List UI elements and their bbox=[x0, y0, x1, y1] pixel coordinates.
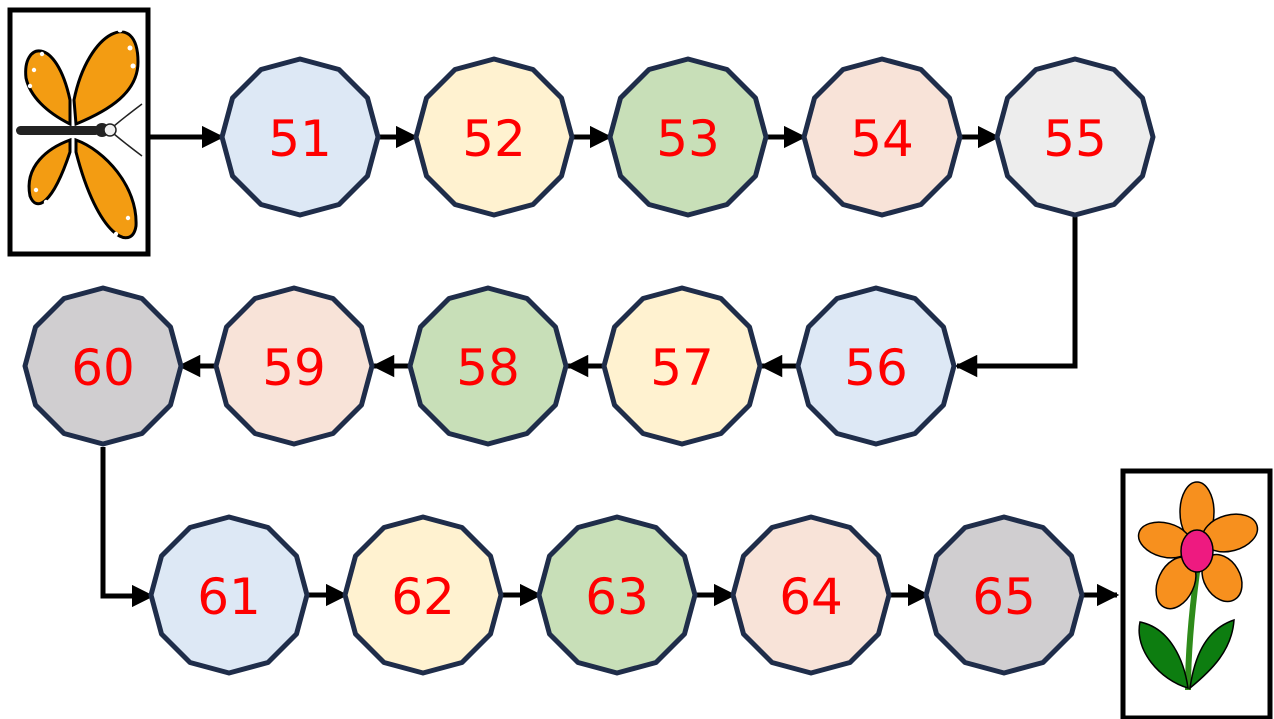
step-node-65: 65 bbox=[926, 517, 1082, 673]
step-node-62: 62 bbox=[345, 517, 501, 673]
step-number: 65 bbox=[972, 568, 1036, 626]
step-number: 64 bbox=[779, 568, 843, 626]
step-number: 58 bbox=[456, 339, 520, 397]
step-node-58: 58 bbox=[410, 288, 566, 444]
step-number: 57 bbox=[650, 339, 714, 397]
step-node-51: 51 bbox=[222, 59, 378, 215]
step-node-54: 54 bbox=[804, 59, 960, 215]
step-node-61: 61 bbox=[151, 517, 307, 673]
butterfly-start-box bbox=[10, 10, 148, 254]
step-node-56: 56 bbox=[798, 288, 954, 444]
step-number: 60 bbox=[71, 339, 135, 397]
step-number: 63 bbox=[585, 568, 649, 626]
step-node-52: 52 bbox=[416, 59, 572, 215]
step-node-57: 57 bbox=[604, 288, 760, 444]
step-number: 55 bbox=[1043, 110, 1107, 168]
step-number: 53 bbox=[656, 110, 720, 168]
step-node-55: 55 bbox=[997, 59, 1153, 215]
arrow-55-to-56 bbox=[957, 217, 1075, 366]
step-number: 61 bbox=[197, 568, 261, 626]
arrow-60-to-61 bbox=[103, 447, 152, 596]
step-node-59: 59 bbox=[216, 288, 372, 444]
flower-end-box bbox=[1123, 471, 1270, 718]
step-node-64: 64 bbox=[733, 517, 889, 673]
step-node-53: 53 bbox=[610, 59, 766, 215]
step-number: 51 bbox=[268, 110, 332, 168]
step-number: 56 bbox=[844, 339, 908, 397]
step-number: 59 bbox=[262, 339, 326, 397]
step-number: 54 bbox=[850, 110, 914, 168]
step-number: 62 bbox=[391, 568, 455, 626]
step-node-63: 63 bbox=[539, 517, 695, 673]
step-number: 52 bbox=[462, 110, 526, 168]
step-node-60: 60 bbox=[25, 288, 181, 444]
